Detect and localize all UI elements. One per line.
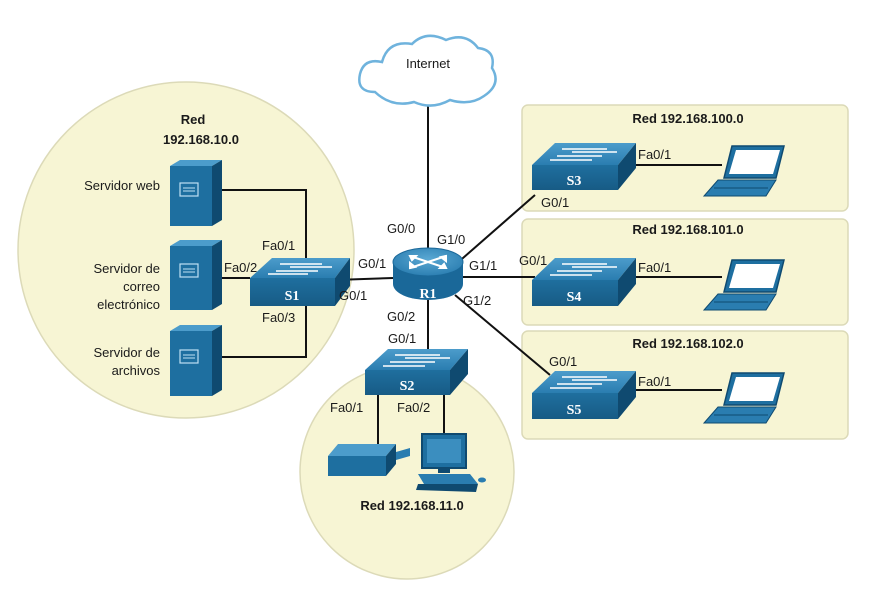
- switch-s1-name: S1: [285, 289, 300, 304]
- r1-port-g12: G1/2: [463, 293, 491, 308]
- network-101-title: Red 192.168.101.0: [632, 222, 743, 237]
- printer-icon: [328, 444, 410, 476]
- mail-server-icon: [170, 240, 222, 310]
- switch-s1-icon: S1: [250, 258, 350, 306]
- s4-port-fa01: Fa0/1: [638, 260, 671, 275]
- link-r1-s5: [454, 294, 551, 376]
- switch-s2-icon: S2: [365, 349, 468, 395]
- file-server-icon: [170, 325, 222, 396]
- s2-port-fa01: Fa0/1: [330, 400, 363, 415]
- r1-port-g02: G0/2: [387, 309, 415, 324]
- router-r1-icon: R1: [392, 247, 464, 302]
- switch-s5-icon: S5: [532, 371, 636, 419]
- s1-port-fa01: Fa0/1: [262, 238, 295, 253]
- r1-port-g00: G0/0: [387, 221, 415, 236]
- links: [222, 104, 722, 447]
- link-r1-s3: [454, 194, 536, 266]
- network-10-title-line1: Red: [181, 112, 206, 127]
- s3-port-g01: G0/1: [541, 195, 569, 210]
- s1-port-fa02: Fa0/2: [224, 260, 257, 275]
- network-102-title: Red 192.168.102.0: [632, 336, 743, 351]
- laptop-s4-icon: [702, 259, 785, 311]
- file-server-label-line2: archivos: [112, 363, 161, 378]
- mail-server-label-line1: Servidor de: [94, 261, 160, 276]
- r1-port-g10: G1/0: [437, 232, 465, 247]
- web-server-icon: [170, 160, 222, 226]
- internet-cloud-icon: Internet: [358, 34, 497, 107]
- file-server-label-line1: Servidor de: [94, 345, 160, 360]
- mail-server-label-line2: correo: [123, 279, 160, 294]
- laptop-s5-icon: [702, 372, 785, 424]
- r1-port-g01: G0/1: [358, 256, 386, 271]
- internet-label: Internet: [406, 56, 450, 71]
- s1-port-fa03: Fa0/3: [262, 310, 295, 325]
- s2-port-fa02: Fa0/2: [397, 400, 430, 415]
- network-11-title: Red 192.168.11.0: [360, 498, 463, 513]
- s4-port-g01: G0/1: [519, 253, 547, 268]
- switch-s5-name: S5: [567, 403, 582, 418]
- s3-port-fa01: Fa0/1: [638, 147, 671, 162]
- switch-s3-name: S3: [567, 174, 582, 189]
- switch-s2-name: S2: [400, 379, 415, 394]
- s1-port-g01: G0/1: [339, 288, 367, 303]
- network-100-title: Red 192.168.100.0: [632, 111, 743, 126]
- s5-port-g01: G0/1: [549, 354, 577, 369]
- r1-port-g11: G1/1: [469, 258, 497, 273]
- link-s1-web-server: [222, 189, 307, 262]
- switch-s4-icon: S4: [532, 258, 636, 306]
- mail-server-label-line3: electrónico: [97, 297, 160, 312]
- s2-port-g01: G0/1: [388, 331, 416, 346]
- router-r1-name: R1: [419, 287, 436, 302]
- web-server-label: Servidor web: [84, 178, 160, 193]
- laptop-s3-icon: [702, 145, 785, 197]
- switch-s4-name: S4: [567, 290, 582, 305]
- switch-s3-icon: S3: [532, 143, 636, 190]
- link-s1-file-server: [222, 300, 307, 358]
- s5-port-fa01: Fa0/1: [638, 374, 671, 389]
- network-10-title-line2: 192.168.10.0: [163, 132, 239, 147]
- desktop-pc-icon: [416, 433, 486, 492]
